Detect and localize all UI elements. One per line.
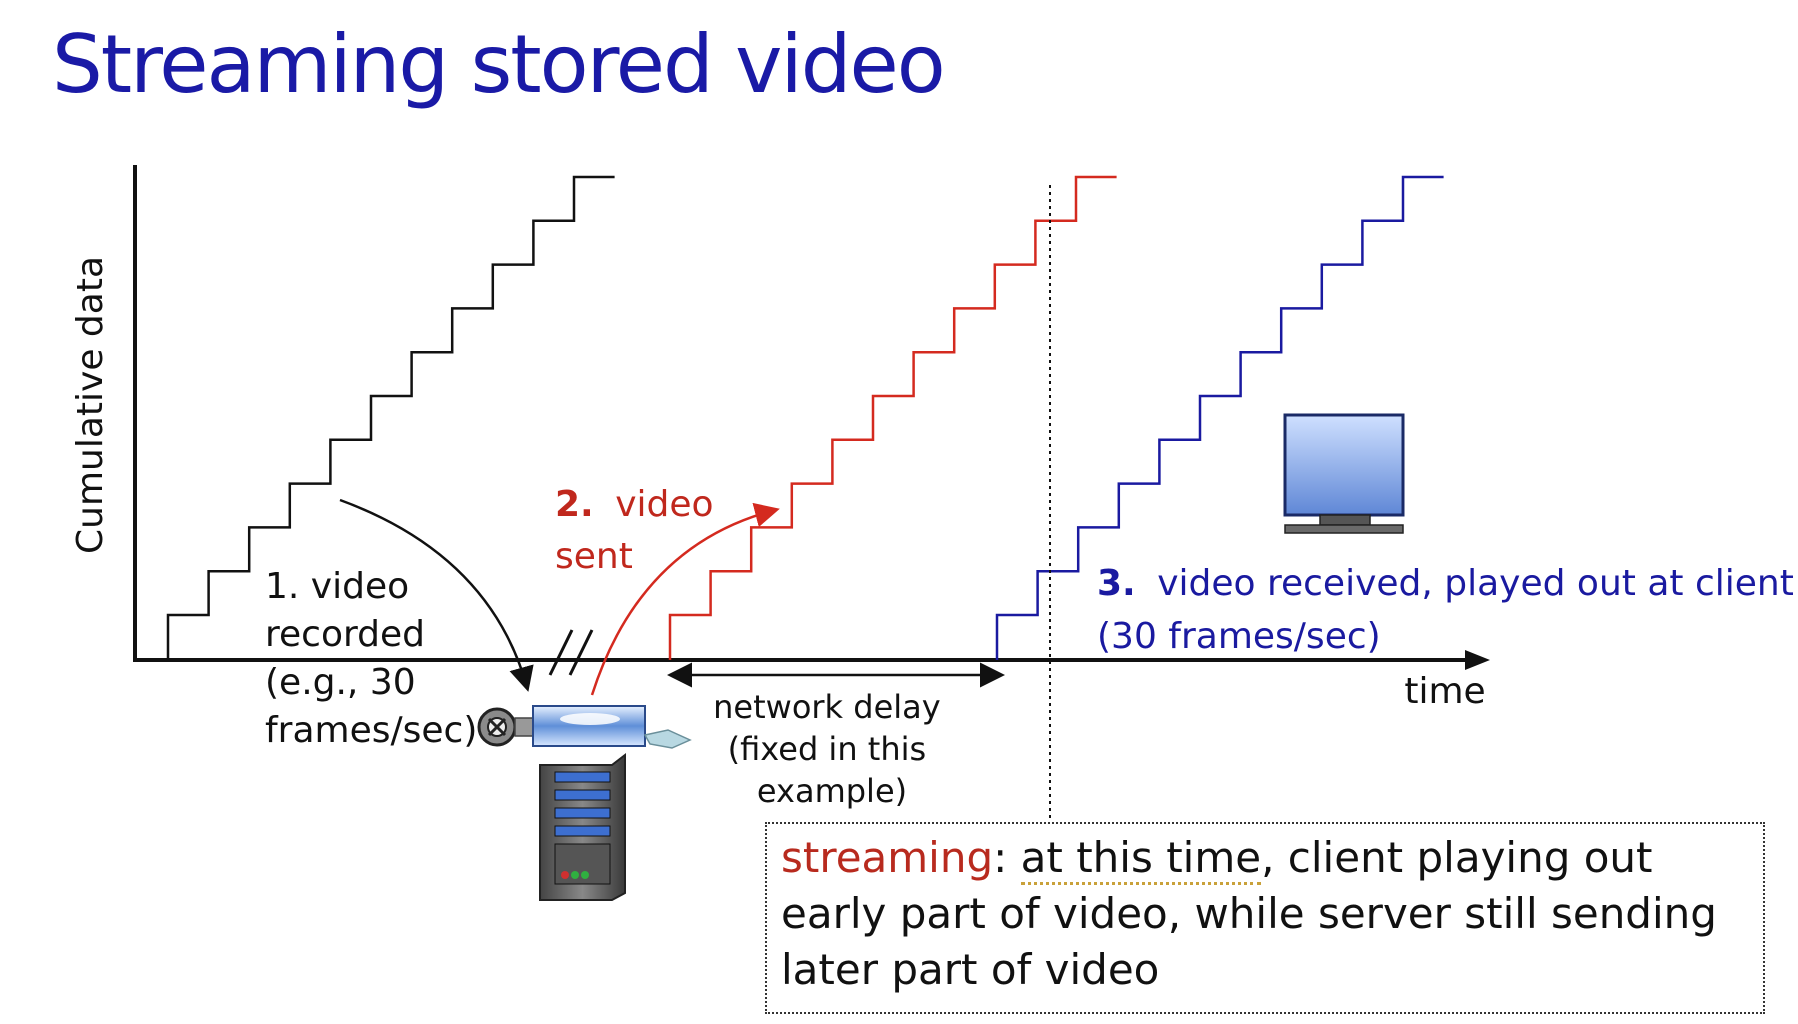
callout-text: : [993,833,1021,882]
sent-label-line: sent [555,536,633,577]
received-label-line: (30 frames/sec) [1097,616,1381,657]
received-label-line: video received, played out at client [1157,563,1794,604]
recorded-label-line: (e.g., 30 [265,662,416,703]
monitor-icon [1283,413,1405,534]
video-camera-icon [532,705,692,749]
recorded-label-line: recorded [265,614,425,655]
sent-label-line: video [615,484,713,525]
network-delay-label: network delay (fixed in this example) [713,688,951,810]
network-delay-line: network delay [713,688,941,726]
recorded-label: 1. video recorded (e.g., 30 frames/sec) [265,566,477,751]
x-axis-arrowhead [1465,650,1490,670]
server-to-sent-arrow [590,502,780,696]
sent-label-number: 2. [555,484,594,525]
recorded-staircase [166,175,615,660]
network-delay-line: example) [757,772,907,810]
axis-break-mark [568,629,594,676]
callout-underlined-text: at this time [1020,833,1262,885]
network-delay-line: (fixed in this [728,730,927,768]
sent-staircase [668,175,1117,660]
server-icon [539,752,626,901]
recorded-to-server-arrow [339,498,534,692]
film-reel-icon [477,707,534,747]
received-label: 3. video received, played out at client … [1097,563,1798,657]
x-axis-label: time [1404,671,1485,712]
recorded-label-line: frames/sec) [265,710,477,751]
callout-text: , client playing out early part of video… [781,833,1717,994]
slide-title: Streaming stored video [52,18,946,111]
sent-label: 2. video sent [555,484,725,577]
received-label-number: 3. [1097,563,1136,604]
received-staircase [995,175,1444,660]
axis-break-mark [548,629,574,676]
callout-keyword: streaming [781,833,994,882]
y-axis-label: Cumulative data [70,256,111,554]
recorded-label-line: 1. video [265,566,409,607]
streaming-callout: streaming: at this time, client playing … [765,822,1765,1014]
